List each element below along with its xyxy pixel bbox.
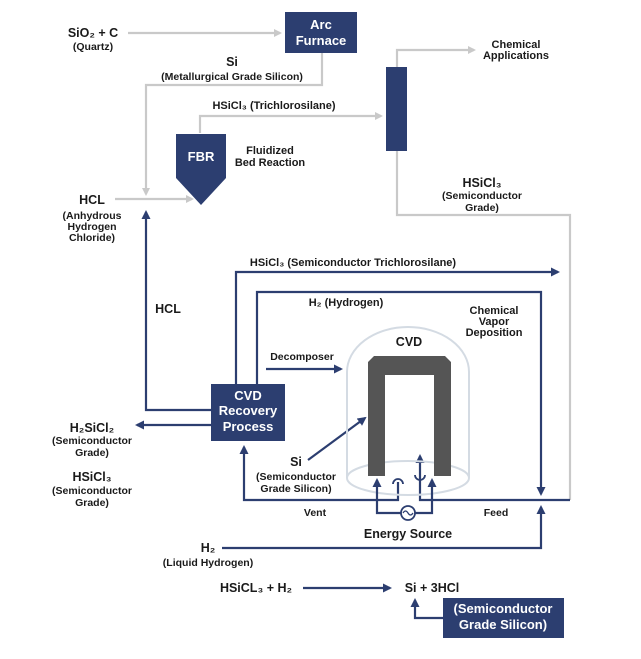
semi-tcs-flow	[234, 267, 560, 384]
semi-grade-tcs-flow	[395, 150, 572, 500]
energy-source-label: Energy Source	[364, 527, 452, 541]
equation-left: HSiCL₃ + H₂	[220, 581, 292, 595]
hcl-recycle-flow	[141, 210, 211, 412]
tcs-label: HSiCl₃ (Trichlorosilane)	[212, 100, 335, 112]
silicon-rod-filament	[368, 356, 451, 476]
semi-tcs-label: HSiCl₃ (Semiconductor Trichlorosilane)	[250, 257, 457, 269]
sio2-label: SiO₂ + C	[68, 26, 118, 40]
distillation-column	[386, 67, 407, 151]
h2sicl2-desc-1: (Semiconductor	[52, 435, 132, 447]
quartz-label: (Quartz)	[73, 41, 113, 53]
arc-furnace-label-1: Arc	[310, 17, 332, 32]
chem-apps-label-1: Chemical	[492, 39, 541, 51]
cvd-desc-3: Deposition	[466, 327, 523, 339]
mg-si-label: Si	[226, 55, 238, 69]
sine-wave-icon	[402, 510, 414, 516]
fbr-label: FBR	[188, 149, 215, 164]
arc-furnace-box	[285, 12, 357, 53]
si-semi-label: Si	[290, 455, 302, 469]
fbr-desc-1: Fluidized	[246, 145, 294, 157]
si-deposit-arrow	[307, 416, 367, 461]
mg-silicon-flow	[142, 52, 324, 196]
h2sicl2-desc-2: Grade)	[75, 447, 109, 459]
hcl-recycle-label: HCL	[155, 302, 181, 316]
cvd-label: CVD	[396, 335, 422, 349]
hsicl3-sg-label-1: HSiCl₃	[462, 176, 501, 190]
semi-grade-box-label-2: Grade Silicon)	[459, 617, 547, 632]
feed-label: Feed	[484, 507, 509, 519]
hydrogen-flow	[255, 290, 546, 496]
mg-si-desc: (Metallurgical Grade Silicon)	[161, 71, 303, 83]
cvd-desc-2: Vapor	[479, 316, 510, 328]
hsicl3-out-desc-1: (Semiconductor	[52, 485, 132, 497]
recovery-label-3: Process	[223, 419, 274, 434]
semi-grade-silicon-box	[443, 598, 564, 638]
hcl-desc-1: (Anhydrous	[63, 210, 122, 222]
decomposer-label: Decomposer	[270, 351, 334, 363]
hcl-desc-3: Chloride)	[69, 232, 115, 244]
bell-jar	[346, 326, 470, 478]
vent-label: Vent	[304, 507, 327, 519]
si-semi-desc-1: (Semiconductor	[256, 471, 336, 483]
semi-silicon-product-arrow	[410, 598, 443, 620]
liquid-h2-flow	[222, 505, 546, 550]
semi-grade-box-label-1: (Semiconductor	[454, 601, 553, 616]
equation-right: Si + 3HCl	[405, 581, 460, 595]
arc-furnace-label-2: Furnace	[296, 33, 347, 48]
liquid-h2-desc: (Liquid Hydrogen)	[163, 557, 253, 569]
chem-apps-label-2: Applications	[483, 50, 549, 62]
gas-inlet-icon	[414, 474, 426, 481]
energy-right-lead	[415, 478, 437, 515]
hcl-label: HCL	[79, 193, 105, 207]
fbr-desc-2: Bed Reaction	[235, 157, 306, 169]
gas-outlet-icon	[392, 478, 404, 485]
vent-flow	[239, 445, 400, 502]
fbr-reactor	[176, 134, 226, 205]
chem-apps-flow	[395, 46, 476, 67]
bell-jar-base	[346, 460, 470, 496]
h2sicl2-label: H₂SiCl₂	[70, 421, 114, 435]
hsicl3-sg-label-2: (Semiconductor	[442, 190, 522, 202]
energy-left-lead	[372, 478, 401, 515]
recovery-label-1: CVD	[234, 388, 261, 403]
tcs-flow	[198, 112, 383, 133]
liquid-h2-label: H₂	[201, 541, 216, 555]
h2-hydrogen-label: H₂ (Hydrogen)	[309, 297, 384, 309]
hcl-desc-2: Hydrogen	[67, 221, 116, 233]
feed-flow	[415, 454, 570, 502]
recovery-label-2: Recovery	[219, 403, 278, 418]
hsicl3-out-desc-2: Grade)	[75, 497, 109, 509]
cvd-recovery-box	[211, 384, 285, 441]
hsicl3-sg-label-3: Grade)	[465, 202, 499, 214]
cvd-desc-1: Chemical	[470, 305, 519, 317]
hsicl3-out-label: HSiCl₃	[72, 470, 111, 484]
si-semi-desc-2: Grade Silicon)	[260, 483, 331, 495]
